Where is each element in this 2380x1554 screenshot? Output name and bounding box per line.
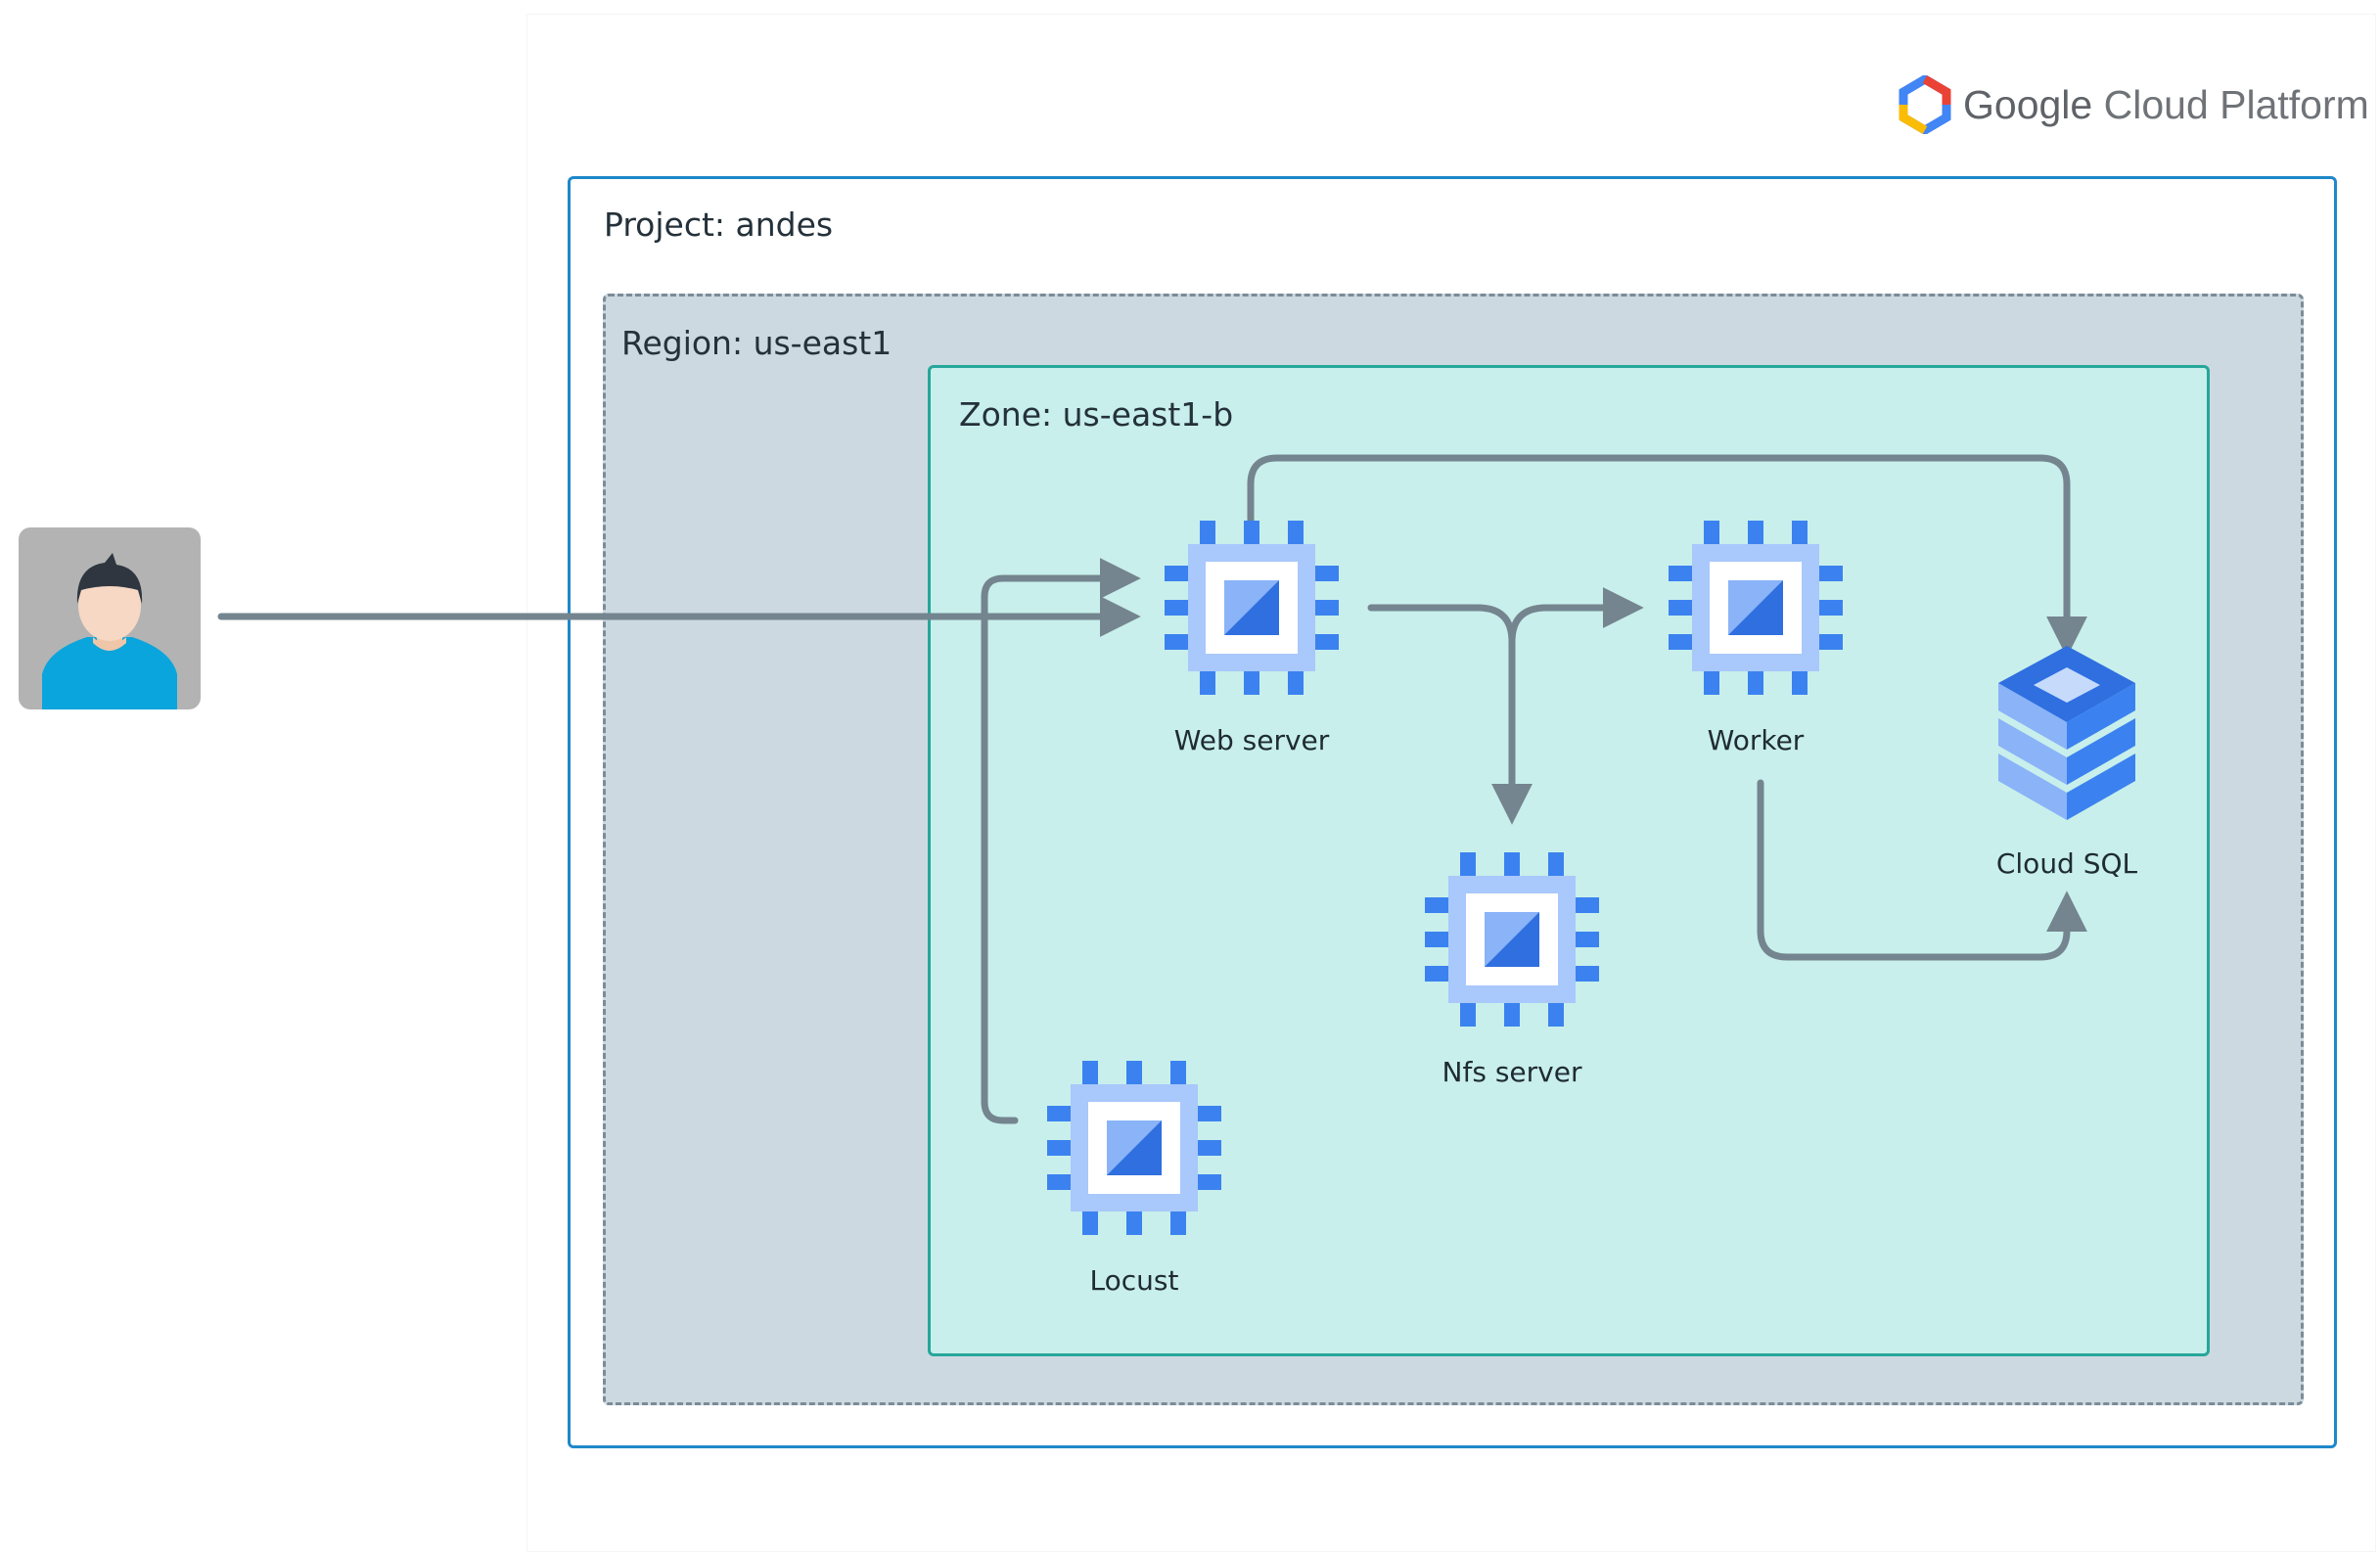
cloud-sql-stack-icon [1998, 646, 2135, 820]
compute-engine-chip-icon [1047, 1061, 1221, 1235]
project-label: Project: andes [604, 206, 834, 244]
compute-engine-chip-icon [1425, 852, 1599, 1027]
nfs-server-node [1425, 852, 1599, 1027]
worker-label: Worker [1707, 724, 1805, 756]
cloud-sql-label: Cloud SQL [1995, 847, 2138, 880]
user-avatar-icon [19, 527, 201, 709]
cloud-platform-word: Cloud Platform [2103, 82, 2369, 127]
compute-engine-chip-icon [1165, 521, 1339, 695]
google-word: Google [1963, 82, 2093, 127]
zone-label: Zone: us-east1-b [959, 395, 1234, 434]
web-server-node [1165, 521, 1339, 695]
worker-node [1669, 521, 1843, 695]
gcp-wordmark: Google Cloud Platform [1963, 78, 2369, 131]
locust-label: Locust [1089, 1264, 1179, 1297]
nfs-server-label: Nfs server [1442, 1056, 1582, 1088]
gcp-hexagon-logo-icon [1899, 75, 1951, 134]
compute-engine-chip-icon [1669, 521, 1843, 695]
web-server-label: Web server [1173, 724, 1330, 756]
cloud-sql-node [1998, 646, 2135, 822]
region-label: Region: us-east1 [621, 324, 892, 362]
locust-node [1047, 1061, 1221, 1235]
